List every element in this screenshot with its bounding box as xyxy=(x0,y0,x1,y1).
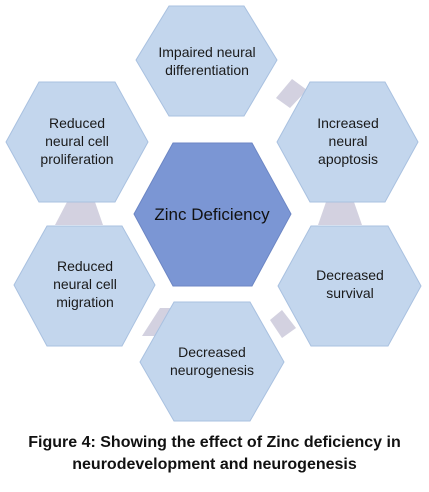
hexagon-label: Reduced neural cell proliferation xyxy=(40,115,113,167)
caption-line-2: neurodevelopment and neurogenesis xyxy=(72,456,357,473)
connector-right xyxy=(318,202,362,225)
hexagon-label-line: neural cell xyxy=(45,133,109,149)
hexagon-label: Reduced neural cell migration xyxy=(53,258,117,310)
hexagon-increased-neural-apoptosis: Increased neural apoptosis xyxy=(276,81,419,203)
connector-bottom-right xyxy=(270,310,296,338)
connector-left xyxy=(55,202,103,225)
hexagon-decreased-neurogenesis: Decreased neurogenesis xyxy=(139,301,285,422)
hexagon-label-line: Reduced xyxy=(57,258,113,274)
hexagon-label-line: survival xyxy=(326,285,373,301)
hexagon-label-line: neural cell xyxy=(53,276,117,292)
hexagon-label: Increased neural apoptosis xyxy=(317,115,378,167)
center-label: Zinc Deficiency xyxy=(154,205,270,224)
hexagon-zinc-deficiency: Zinc Deficiency xyxy=(133,142,292,287)
hexagon-label: Decreased survival xyxy=(316,267,384,301)
hexagon-label: Decreased neurogenesis xyxy=(170,344,254,378)
hexagon-label: Impaired neural differentiation xyxy=(158,44,255,78)
hexagon-label-line: Decreased xyxy=(178,344,246,360)
hexagon-label-line: differentiation xyxy=(165,62,249,78)
hexagon-label-line: apoptosis xyxy=(318,151,378,167)
hexagon-label-line: Decreased xyxy=(316,267,384,283)
hexagon-label-line: Impaired neural xyxy=(158,44,255,60)
figure-caption: Figure 4: Showing the effect of Zinc def… xyxy=(0,432,429,476)
hexagon-label-line: neural xyxy=(329,133,368,149)
hexagon-decreased-survival: Decreased survival xyxy=(277,225,422,347)
connector-top-right xyxy=(276,79,307,108)
hexagon-reduced-neural-cell-migration: Reduced neural cell migration xyxy=(13,225,156,347)
zinc-deficiency-diagram: Impaired neural differentiation Increased… xyxy=(5,5,422,422)
hexagon-label-line: Increased xyxy=(317,115,378,131)
hexagon-impaired-neural-differentiation: Impaired neural differentiation xyxy=(135,5,278,117)
hexagon-label-line: migration xyxy=(56,294,114,310)
hexagon-label-line: proliferation xyxy=(40,151,113,167)
hexagon-reduced-neural-cell-proliferation: Reduced neural cell proliferation xyxy=(5,81,149,203)
hexagon-label-line: Reduced xyxy=(49,115,105,131)
caption-line-1: Figure 4: Showing the effect of Zinc def… xyxy=(28,434,401,451)
hexagon-label-line: neurogenesis xyxy=(170,362,254,378)
